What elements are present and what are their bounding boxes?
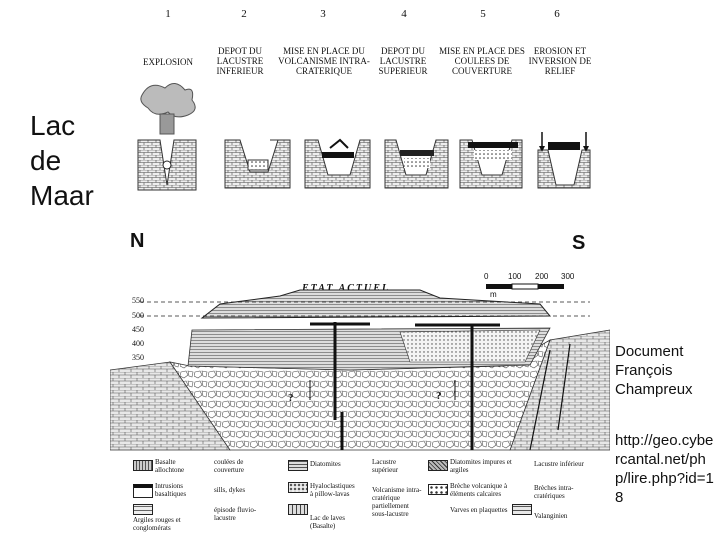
legend-label: Lacustre supérieur bbox=[372, 458, 420, 474]
evolution-sketches bbox=[130, 0, 600, 200]
legend-label: Lac de laves (Basalte) bbox=[310, 514, 358, 530]
basin-sketch-4 bbox=[385, 140, 448, 188]
basin-sketch-2 bbox=[225, 140, 290, 188]
evolution-steps: 1 2 3 4 5 6 EXPLOSION DEPOT DU LACUSTRE … bbox=[130, 0, 600, 200]
legend-label: épisode fluvio-lacustre bbox=[214, 506, 266, 522]
legend-swatch bbox=[288, 504, 308, 515]
explosion-sketch bbox=[138, 83, 196, 190]
legend-label: Brèche volcanique à éléments calcaires bbox=[450, 482, 522, 498]
unknown-depth-mark: ? bbox=[288, 392, 294, 404]
legend-label: Basalte allochtone bbox=[155, 458, 203, 474]
legend-label: sills, dykes bbox=[214, 486, 266, 494]
side-title: Lac de Maar bbox=[30, 108, 110, 213]
unknown-depth-mark: ? bbox=[436, 390, 442, 402]
basin-sketch-6 bbox=[538, 132, 590, 188]
legend-label: Valanginien bbox=[534, 512, 604, 520]
legend-swatch bbox=[133, 484, 153, 498]
legend-label: Brèches intra-cratériques bbox=[534, 484, 604, 500]
legend-swatch bbox=[288, 460, 308, 471]
legend-swatch bbox=[133, 504, 153, 515]
legend-label: Lacustre inférieur bbox=[534, 460, 604, 468]
legend-label: coulées de couverture bbox=[214, 458, 266, 474]
legend-swatch bbox=[428, 484, 448, 495]
legend-swatch bbox=[428, 460, 448, 471]
geological-cross-section bbox=[110, 270, 610, 455]
legend-label: Intrusions basaltiques bbox=[155, 482, 203, 498]
legend-label: Argiles rouges et conglomérats bbox=[133, 516, 205, 532]
basin-sketch-3 bbox=[305, 140, 370, 188]
legend-swatch bbox=[512, 504, 532, 515]
north-label: N bbox=[130, 230, 144, 253]
south-label: S bbox=[572, 232, 585, 255]
legend-label: Diatomites impures et argiles bbox=[450, 458, 522, 474]
legend-label: Hyaloclastiques à pillow-lavas bbox=[310, 482, 358, 498]
legend-label: Volcanisme intra-cratérique partiellemen… bbox=[372, 486, 424, 518]
legend-swatch bbox=[133, 460, 153, 471]
legend-label: Diatomites bbox=[310, 460, 350, 468]
basin-sketch-5 bbox=[460, 140, 522, 188]
document-credit: Document François Champreux bbox=[615, 342, 715, 399]
source-url[interactable]: http://geo.cybercantal.net/php/lire.php?… bbox=[615, 431, 717, 507]
legend-swatch bbox=[288, 482, 308, 493]
